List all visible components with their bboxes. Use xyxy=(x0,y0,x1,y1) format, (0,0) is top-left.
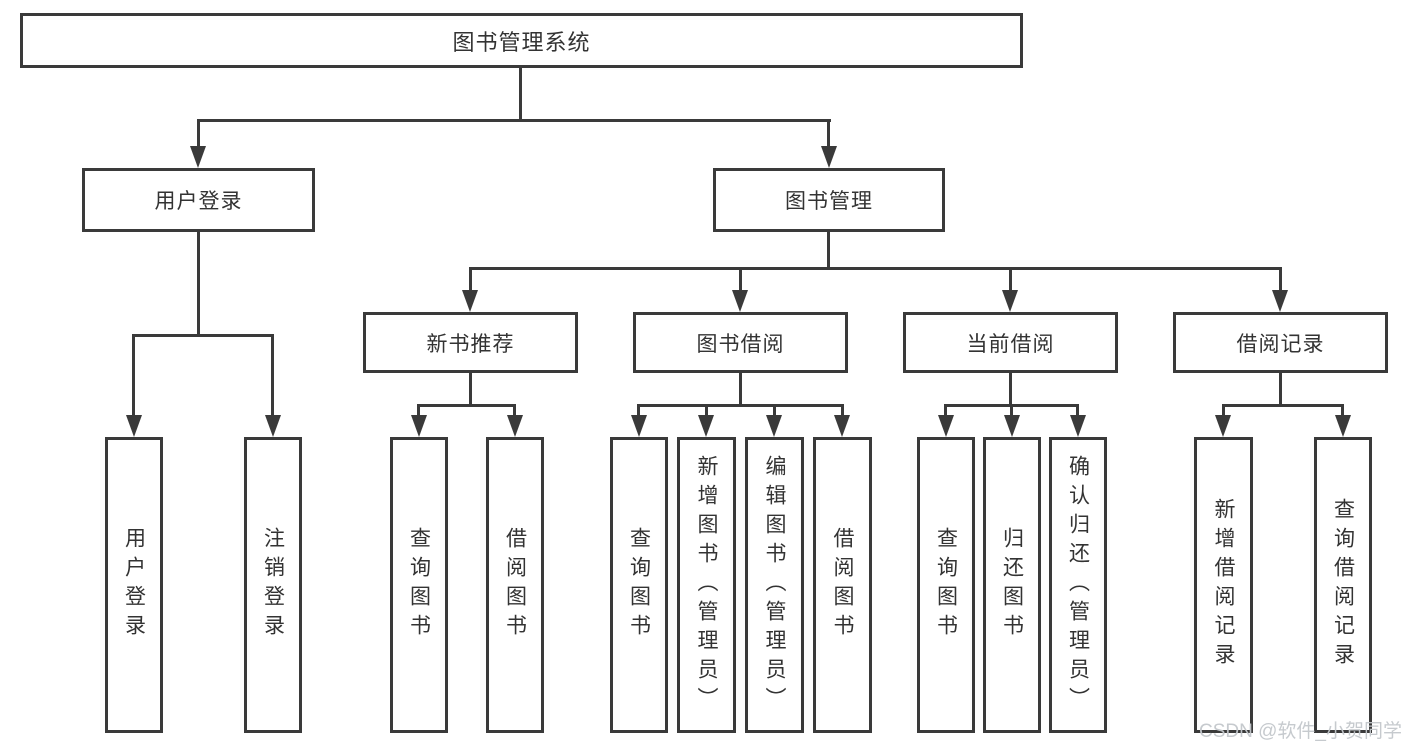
connector-vline xyxy=(469,267,472,294)
node-leaf-add-book-admin: 新增图书（管理员） xyxy=(677,437,736,733)
leaf-label: 注销登录 xyxy=(261,527,285,643)
connector-vline xyxy=(705,404,708,419)
connector-vline xyxy=(469,373,472,407)
arrow-down-icon xyxy=(1215,415,1231,437)
node-new-book-recommend: 新书推荐 xyxy=(363,312,578,373)
leaf-label: 借阅图书 xyxy=(831,527,854,643)
arrow-down-icon xyxy=(1002,290,1018,312)
leaf-label: 用户登录 xyxy=(122,527,146,643)
arrow-down-icon xyxy=(265,415,281,437)
leaf-label: 查询借阅记录 xyxy=(1331,498,1355,672)
connector-hline xyxy=(1222,404,1344,407)
node-leaf-return-book: 归还图书 xyxy=(983,437,1041,733)
leaf-label: 确认归还（管理员） xyxy=(1066,454,1090,716)
connector-vline xyxy=(1076,404,1079,419)
leaf-label: 查询图书 xyxy=(934,527,958,643)
node-current-borrow: 当前借阅 xyxy=(903,312,1118,373)
leaf-label: 编辑图书（管理员） xyxy=(763,454,786,716)
arrow-down-icon xyxy=(411,415,427,437)
connector-vline xyxy=(841,404,844,419)
connector-vline xyxy=(1009,373,1012,407)
node-leaf-query-borrow-record: 查询借阅记录 xyxy=(1314,437,1372,733)
connector-vline xyxy=(739,373,742,407)
node-leaf-logout: 注销登录 xyxy=(244,437,302,733)
arrow-down-icon xyxy=(732,290,748,312)
connector-vline xyxy=(1341,404,1344,419)
arrow-down-icon xyxy=(126,415,142,437)
connector-vline xyxy=(773,404,776,419)
connector-vline xyxy=(417,404,420,419)
leaf-label: 归还图书 xyxy=(1000,527,1024,643)
arrow-down-icon xyxy=(1070,415,1086,437)
arrow-down-icon xyxy=(190,146,206,168)
arrow-down-icon xyxy=(462,290,478,312)
connector-hline xyxy=(132,334,274,337)
connector-vline xyxy=(197,119,200,150)
connector-vline xyxy=(827,119,830,150)
node-leaf-borrow-book: 借阅图书 xyxy=(813,437,872,733)
node-leaf-add-borrow-record: 新增借阅记录 xyxy=(1194,437,1253,733)
leaf-label: 新增图书（管理员） xyxy=(695,454,718,716)
arrow-down-icon xyxy=(631,415,647,437)
node-borrow-records: 借阅记录 xyxy=(1173,312,1388,373)
connector-vline xyxy=(1010,404,1013,419)
node-book-borrow: 图书借阅 xyxy=(633,312,848,373)
connector-vline xyxy=(1009,267,1012,294)
node-leaf-edit-book-admin: 编辑图书（管理员） xyxy=(745,437,804,733)
connector-hline xyxy=(197,119,831,122)
node-leaf-confirm-return-admin: 确认归还（管理员） xyxy=(1049,437,1107,733)
leaf-label: 借阅图书 xyxy=(503,527,527,643)
node-leaf-user-login: 用户登录 xyxy=(105,437,163,733)
node-library-management-system: 图书管理系统 xyxy=(20,13,1023,68)
arrow-down-icon xyxy=(834,415,850,437)
connector-vline xyxy=(513,404,516,419)
arrow-down-icon xyxy=(938,415,954,437)
node-leaf-query-book-borrow: 查询图书 xyxy=(610,437,668,733)
connector-hline xyxy=(417,404,515,407)
node-leaf-query-book-recommend: 查询图书 xyxy=(390,437,448,733)
connector-hline xyxy=(637,404,843,407)
arrow-down-icon xyxy=(821,146,837,168)
csdn-watermark: CSDN @软件_小贺同学 xyxy=(1199,721,1402,742)
connector-hline xyxy=(469,267,1281,270)
connector-vline xyxy=(739,267,742,294)
node-leaf-query-book-current: 查询图书 xyxy=(917,437,975,733)
leaf-label: 新增借阅记录 xyxy=(1212,498,1235,672)
arrow-down-icon xyxy=(766,415,782,437)
arrow-down-icon xyxy=(1004,415,1020,437)
arrow-down-icon xyxy=(507,415,523,437)
leaf-label: 查询图书 xyxy=(407,527,431,643)
node-leaf-borrow-book-recommend: 借阅图书 xyxy=(486,437,544,733)
connector-vline xyxy=(1222,404,1225,419)
arrow-down-icon xyxy=(698,415,714,437)
arrow-down-icon xyxy=(1272,290,1288,312)
connector-vline xyxy=(271,334,274,419)
connector-vline xyxy=(132,334,135,419)
connector-vline xyxy=(944,404,947,419)
connector-vline xyxy=(1279,373,1282,407)
arrow-down-icon xyxy=(1335,415,1351,437)
node-book-management: 图书管理 xyxy=(713,168,945,232)
connector-vline xyxy=(637,404,640,419)
leaf-label: 查询图书 xyxy=(627,527,651,643)
node-user-login: 用户登录 xyxy=(82,168,315,232)
connector-vline xyxy=(519,68,522,122)
connector-vline xyxy=(1279,267,1282,294)
connector-vline xyxy=(827,232,830,270)
connector-vline xyxy=(197,232,200,337)
